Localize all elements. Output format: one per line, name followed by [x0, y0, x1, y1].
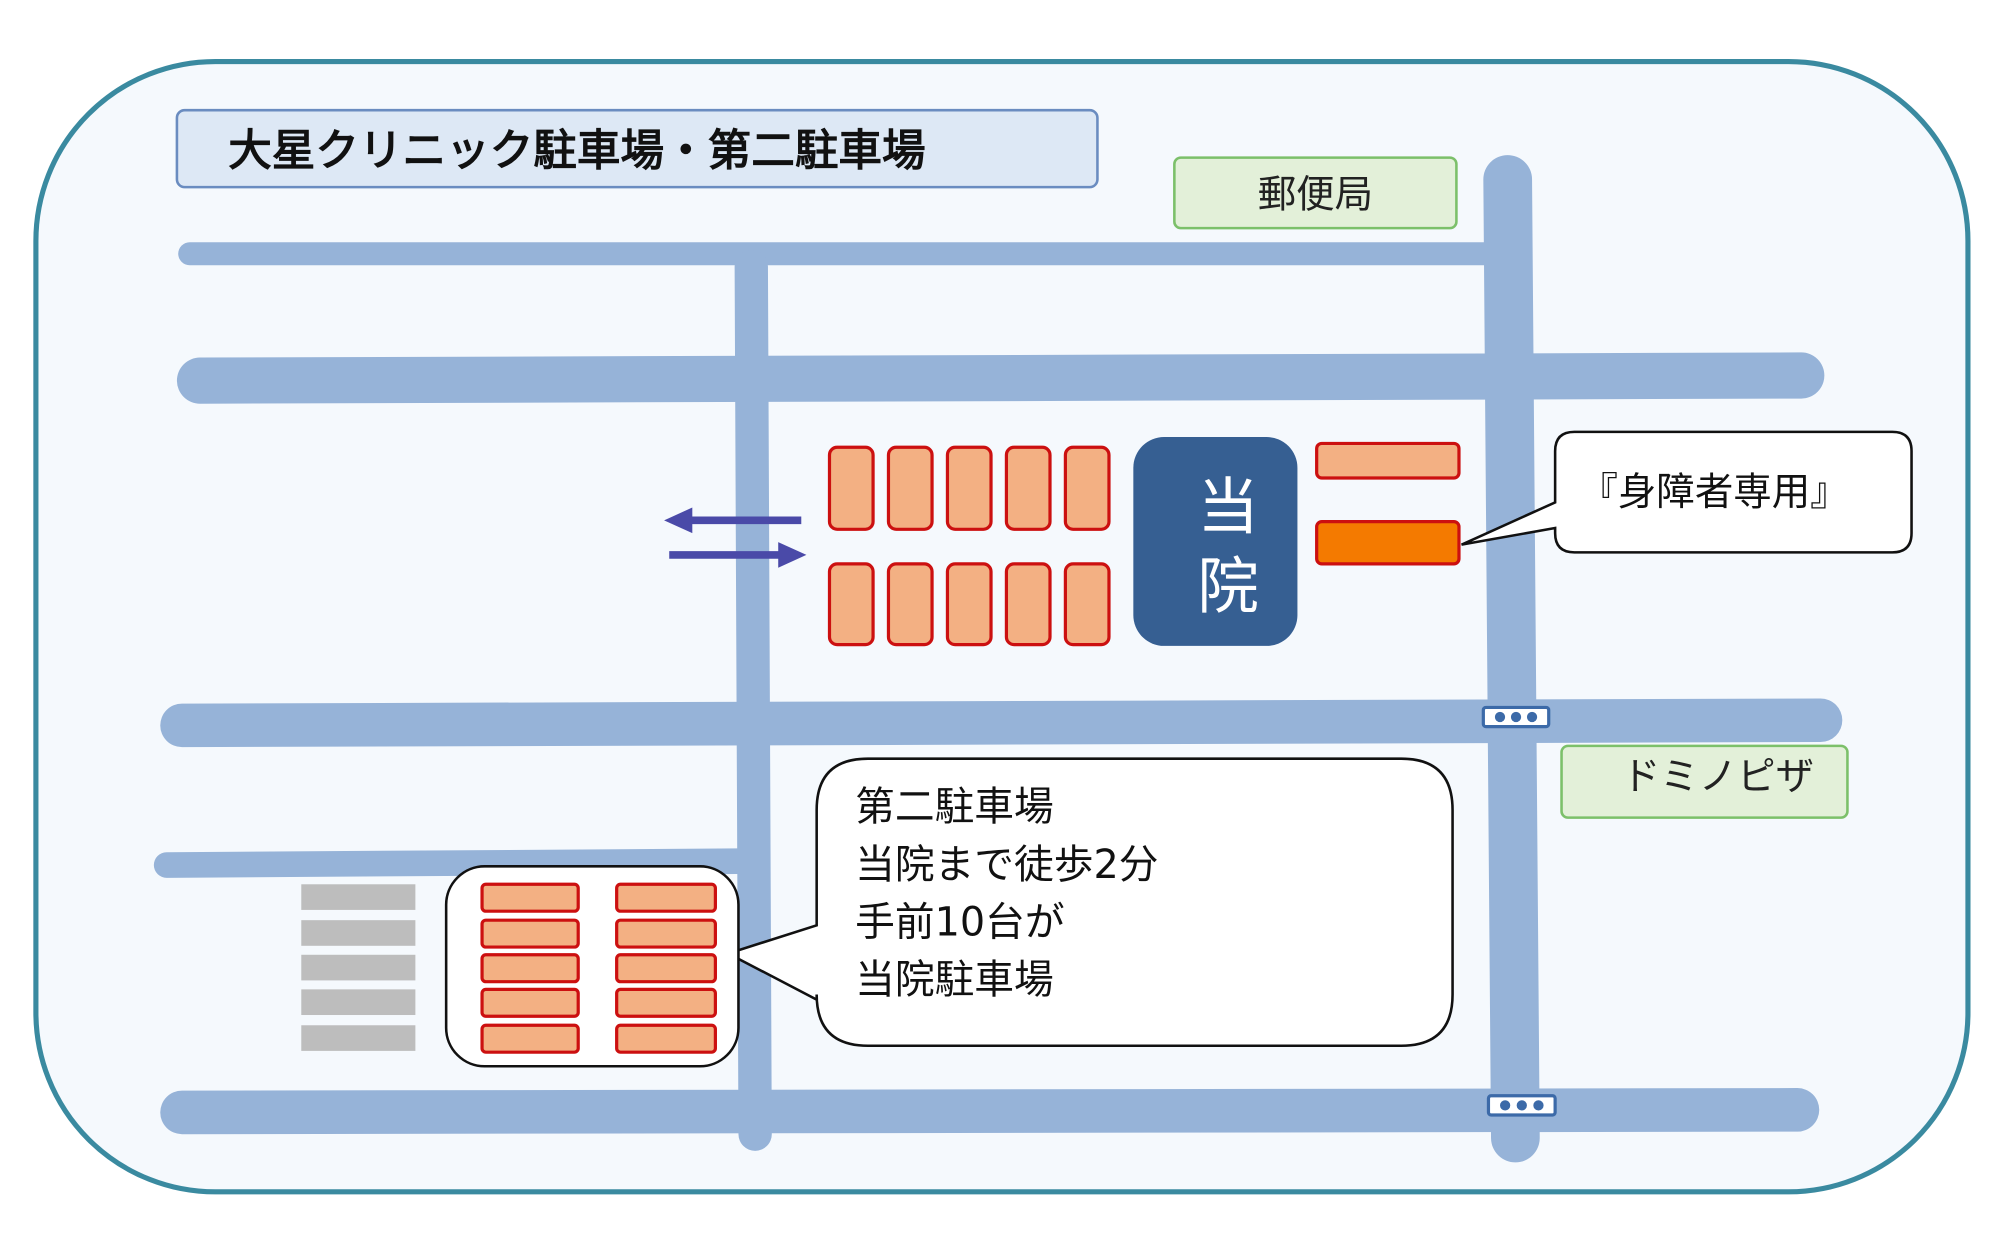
clinic-label-2: 院: [1197, 550, 1259, 622]
two-way-arrow-icon: [664, 507, 807, 568]
second-lot-slots: [480, 882, 717, 1054]
road: [734, 249, 772, 1151]
callout-line: 手前10台が: [855, 900, 1064, 946]
other-parking-slots: [301, 884, 416, 1051]
parking-slot: [886, 445, 934, 531]
parking-slot: [1004, 562, 1052, 647]
parking-slot: [480, 918, 580, 949]
pizza-label-box: [1560, 744, 1849, 819]
road: [160, 698, 1843, 748]
main-parking-lot: [827, 445, 1111, 647]
other-parking-slot: [301, 954, 416, 981]
other-parking-slot: [301, 1025, 416, 1051]
parking-slot: [945, 562, 993, 647]
parking-slot: [615, 918, 717, 949]
parking-slot: [886, 562, 934, 647]
parking-slot: [615, 987, 717, 1018]
parking-slot: [827, 445, 875, 531]
other-parking-slot: [301, 989, 416, 1016]
clinic-label-1: 当: [1197, 471, 1259, 543]
parking-slot: [945, 445, 993, 531]
parking-slot: [827, 562, 875, 647]
road: [1483, 155, 1540, 1163]
parking-slot: [480, 882, 580, 913]
parking-slot: [1315, 441, 1461, 480]
map-title: 大星クリニック駐車場・第二駐車場: [228, 126, 925, 176]
parking-slot: [480, 1023, 580, 1054]
second-lot-callout: 第二駐車場 当院まで徒歩2分 手前10台が 当院駐車場: [724, 757, 1454, 1048]
title-box: [175, 108, 1099, 189]
pizza-label: ドミノピザ: [1622, 754, 1814, 799]
callout-line: 当院まで徒歩2分: [855, 842, 1158, 888]
parking-slot: [1063, 445, 1111, 531]
parking-slot: [480, 987, 580, 1018]
accessible-callout-text: 『身障者専用』: [1579, 470, 1848, 515]
parking-slot: [615, 953, 717, 984]
post-office-label: 郵便局: [1258, 173, 1373, 218]
accessible-callout: 『身障者専用』: [1461, 430, 1913, 554]
parking-slot: [615, 1023, 717, 1054]
parking-slot: [1063, 562, 1111, 647]
clinic-building: [1133, 437, 1298, 646]
callout-line: 当院駐車場: [855, 957, 1054, 1003]
road: [176, 352, 1825, 404]
other-parking-slot: [301, 884, 416, 910]
accessible-parking-slot: [1315, 519, 1461, 566]
post-office-label-box: [1173, 156, 1458, 230]
traffic-signal-icon: [1481, 705, 1551, 729]
parking-slot: [480, 953, 580, 984]
callout-line: 第二駐車場: [855, 784, 1054, 830]
parking-slot: [615, 882, 717, 913]
parking-slot: [1004, 445, 1052, 531]
traffic-signal-icon: [1486, 1094, 1557, 1117]
other-parking-slot: [301, 920, 416, 946]
road: [153, 848, 751, 878]
